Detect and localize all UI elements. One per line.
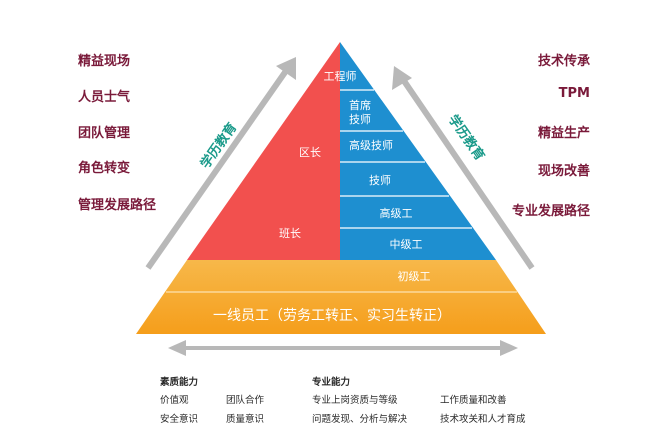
label-technician: 技师 (369, 174, 391, 187)
label-junior-worker: 初级工 (398, 269, 431, 283)
label-team-leader: 班长 (279, 227, 301, 240)
professional-item-tech-talent: 技术攻关和人才育成 (440, 414, 526, 425)
label-chief-tech-line1: 首席 (349, 98, 371, 112)
label-district-leader: 区长 (299, 146, 321, 159)
left-arrow (145, 57, 296, 270)
pyramid-blue-side (340, 42, 496, 260)
right-item-tech-inheritance: 技术传承 (537, 54, 590, 69)
professional-item-work-quality: 工作质量和改善 (440, 395, 507, 406)
right-item-professional-path: 专业发展路径 (511, 204, 590, 219)
left-item-lean-site: 精益现场 (78, 54, 131, 69)
right-item-lean-production: 精益生产 (537, 126, 590, 141)
right-arrow (392, 66, 535, 270)
pyramid-red-side (187, 42, 340, 260)
right-item-tpm: TPM (558, 86, 590, 101)
left-item-morale: 人员士气 (78, 90, 131, 105)
professional-ability-heading: 专业能力 (312, 377, 351, 388)
left-item-role-change: 角色转变 (78, 161, 131, 176)
label-engineer: 工程师 (324, 70, 357, 83)
left-item-management-path: 管理发展路径 (78, 198, 157, 213)
quality-item-quality: 质量意识 (226, 414, 265, 425)
quality-item-teamwork: 团队合作 (226, 395, 265, 406)
quality-item-values: 价值观 (160, 395, 189, 406)
label-chief-tech-line2: 技师 (349, 113, 371, 126)
label-intermediate-worker: 中级工 (390, 238, 423, 251)
pyramid-base (136, 260, 546, 334)
label-senior-technician: 高级技师 (349, 138, 393, 152)
right-item-site-improvement: 现场改善 (537, 164, 590, 179)
label-senior-worker: 高级工 (380, 206, 413, 220)
quality-ability-heading: 素质能力 (160, 377, 199, 388)
professional-item-problem-solving: 问题发现、分析与解决 (312, 414, 408, 425)
professional-item-qualification: 专业上岗资质与等级 (312, 395, 398, 406)
label-frontline-staff: 一线员工（劳务工转正、实习生转正） (213, 308, 451, 324)
left-item-team-management: 团队管理 (78, 126, 131, 141)
horizontal-double-arrow (168, 340, 518, 356)
right-arrow-label: 学历教育 (445, 112, 488, 164)
quality-item-safety: 安全意识 (160, 414, 199, 425)
